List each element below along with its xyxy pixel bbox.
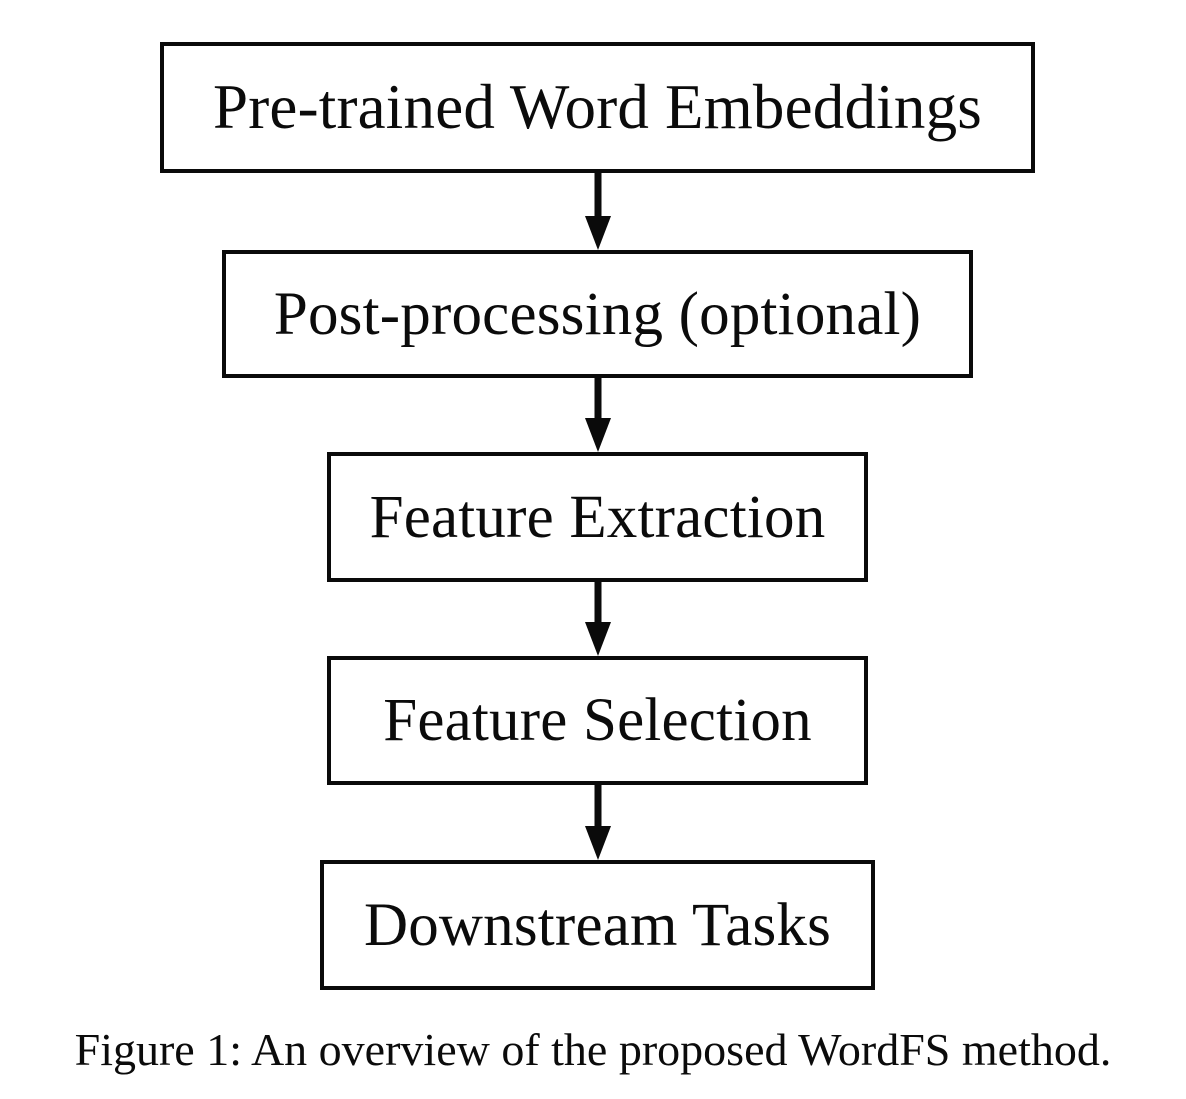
flow-node-downstream-tasks: Downstream Tasks (320, 860, 875, 990)
flow-node-post-processing-optional: Post-processing (optional) (222, 250, 973, 378)
flow-node-feature-extraction: Feature Extraction (327, 452, 868, 582)
arrow-head-icon (585, 826, 611, 860)
flow-node-label: Pre-trained Word Embeddings (213, 72, 982, 142)
flow-node-label: Feature Extraction (369, 483, 826, 551)
figure-caption: Figure 1: An overview of the proposed Wo… (74, 1024, 1112, 1075)
flow-node-label: Feature Selection (383, 687, 812, 754)
flow-node-label: Downstream Tasks (363, 891, 832, 959)
flow-node-feature-selection: Feature Selection (327, 656, 868, 785)
flow-node-label: Post-processing (optional) (273, 280, 922, 348)
flow-node-pre-trained-word-embeddings: Pre-trained Word Embeddings (160, 42, 1035, 173)
arrow-head-icon (585, 418, 611, 452)
arrow-head-icon (585, 216, 611, 250)
arrow-head-icon (585, 622, 611, 656)
